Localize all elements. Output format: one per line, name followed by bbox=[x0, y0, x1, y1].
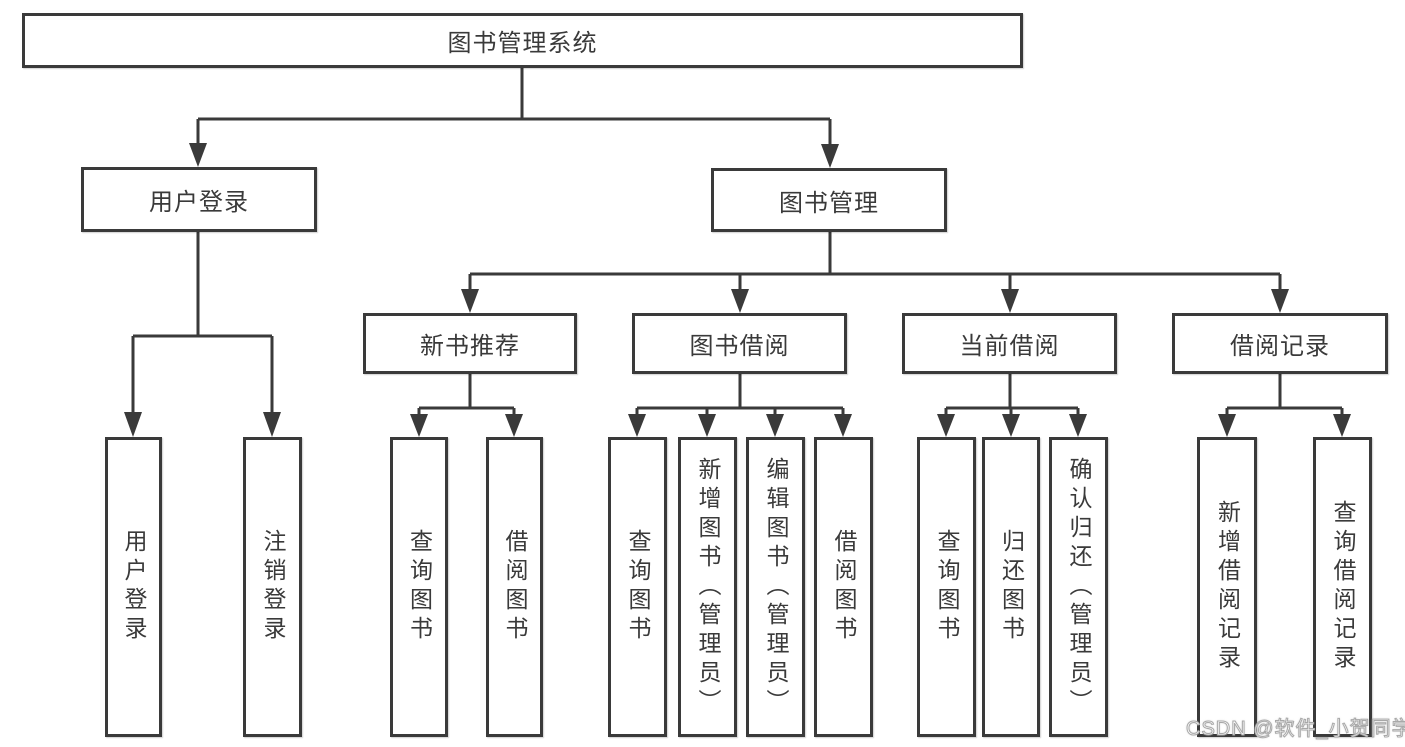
node-borrow-records-label: 借阅记录 bbox=[1230, 333, 1330, 360]
node-book-management: 图书管理 bbox=[711, 168, 947, 232]
node-borrow-records: 借阅记录 bbox=[1172, 313, 1388, 374]
leaf-confirm-return-admin-label: 确认归还（管理员） bbox=[1066, 456, 1092, 718]
node-book-management-label: 图书管理 bbox=[779, 189, 879, 217]
leaf-logout-label: 注销登录 bbox=[260, 529, 286, 645]
leaf-borrow-book: 借阅图书 bbox=[814, 437, 873, 737]
leaf-add-book-admin: 新增图书（管理员） bbox=[678, 437, 737, 737]
leaf-borrow-book-recommend-label: 借阅图书 bbox=[502, 529, 528, 645]
leaf-query-book-recommend: 查询图书 bbox=[390, 437, 448, 737]
leaf-user-login: 用户登录 bbox=[105, 437, 162, 737]
node-root: 图书管理系统 bbox=[22, 13, 1023, 68]
leaf-borrow-book-label: 借阅图书 bbox=[831, 529, 857, 645]
leaf-logout: 注销登录 bbox=[243, 437, 302, 737]
leaf-query-book-current: 查询图书 bbox=[917, 437, 976, 737]
node-new-book-recommend: 新书推荐 bbox=[363, 313, 577, 374]
leaf-confirm-return-admin: 确认归还（管理员） bbox=[1049, 437, 1108, 737]
connector-current-borrow-children bbox=[937, 374, 1087, 437]
leaf-edit-book-admin-label: 编辑图书（管理员） bbox=[763, 456, 789, 718]
leaf-add-book-admin-label: 新增图书（管理员） bbox=[695, 456, 721, 718]
connector-new-book-children bbox=[410, 374, 523, 437]
leaf-add-borrow-record-label: 新增借阅记录 bbox=[1214, 500, 1241, 674]
connector-user-login-children bbox=[124, 232, 281, 437]
leaf-add-borrow-record: 新增借阅记录 bbox=[1197, 437, 1257, 737]
leaf-query-borrow-record-label: 查询借阅记录 bbox=[1330, 500, 1356, 674]
leaf-edit-book-admin: 编辑图书（管理员） bbox=[746, 437, 805, 737]
leaf-query-book-borrow: 查询图书 bbox=[608, 437, 667, 737]
leaf-return-book: 归还图书 bbox=[982, 437, 1040, 737]
csdn-watermark: CSDN @软件_小贺同学 bbox=[1186, 712, 1405, 741]
node-book-borrow: 图书借阅 bbox=[632, 313, 847, 374]
leaf-user-login-label: 用户登录 bbox=[121, 529, 147, 645]
leaf-borrow-book-recommend: 借阅图书 bbox=[486, 437, 543, 737]
node-root-label: 图书管理系统 bbox=[447, 30, 598, 57]
connector-book-borrow-children bbox=[628, 374, 852, 437]
leaf-query-borrow-record: 查询借阅记录 bbox=[1313, 437, 1372, 737]
connector-borrow-records-children bbox=[1218, 374, 1351, 437]
connector-book-management-children bbox=[461, 232, 1289, 313]
leaf-query-book-current-label: 查询图书 bbox=[934, 529, 960, 645]
node-user-login-label: 用户登录 bbox=[149, 189, 249, 216]
leaf-query-book-recommend-label: 查询图书 bbox=[406, 529, 433, 645]
node-current-borrow: 当前借阅 bbox=[902, 313, 1117, 374]
csdn-watermark-text: CSDN @软件_小贺同学 bbox=[1186, 718, 1405, 741]
leaf-query-book-borrow-label: 查询图书 bbox=[625, 529, 651, 645]
node-book-borrow-label: 图书借阅 bbox=[689, 333, 790, 360]
node-user-login: 用户登录 bbox=[81, 167, 317, 232]
connector-root-to-level2 bbox=[189, 67, 839, 168]
node-new-book-recommend-label: 新书推荐 bbox=[420, 333, 520, 360]
node-current-borrow-label: 当前借阅 bbox=[959, 333, 1060, 360]
leaf-return-book-label: 归还图书 bbox=[998, 529, 1025, 645]
